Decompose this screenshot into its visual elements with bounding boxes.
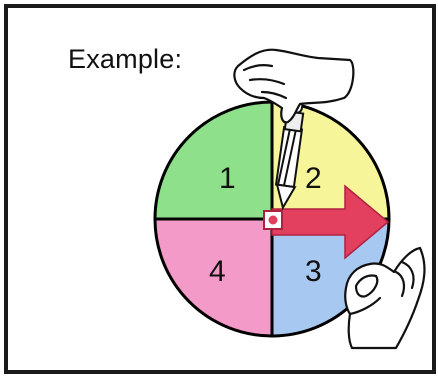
quadrant-3-label: 3 [305,257,322,287]
quadrant-1-label: 1 [219,164,236,194]
quadrant-2-label: 2 [305,164,322,194]
center-pin [264,211,282,229]
quadrant-4-label: 4 [209,257,226,287]
quadrant-1-wedge [155,102,272,219]
